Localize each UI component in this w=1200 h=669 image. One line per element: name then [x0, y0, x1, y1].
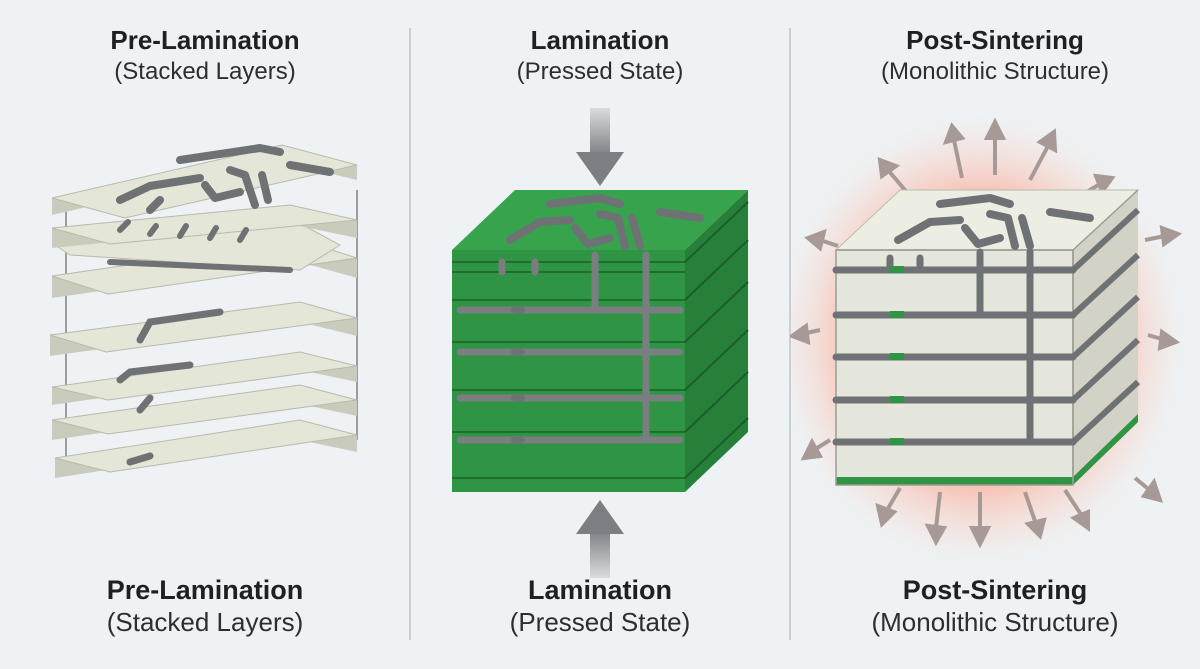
circuit-traces [894, 194, 1094, 250]
panel-lamination-footer: Lamination (Pressed State) [410, 574, 790, 638]
pressed-block-illustration [452, 108, 749, 578]
stage-title: Lamination [527, 575, 672, 605]
panel-lamination: Lamination (Pressed State) [410, 0, 790, 669]
panel-post-sintering: Post-Sintering (Monolithic Structure) [790, 0, 1200, 669]
monolithic-block [832, 189, 1141, 486]
internal-conductors [832, 248, 1077, 446]
circuit-traces [116, 144, 334, 214]
stage-subtitle: (Pressed State) [509, 607, 691, 637]
circuit-traces [506, 194, 704, 250]
shrinkage-arrow-icon [790, 117, 1183, 549]
stacked-layers-illustration [49, 144, 358, 478]
green-sheet-layer-5 [49, 301, 358, 356]
stage-title: Post-Sintering [902, 575, 1088, 605]
green-sheet-layer-1-top [51, 144, 358, 219]
stage-title: Pre-Lamination [110, 25, 300, 55]
press-up-arrow-icon [576, 500, 624, 578]
panel-pre-lamination: Pre-Lamination (Stacked Layers) [0, 0, 410, 669]
green-sheet-layer-7 [51, 384, 358, 440]
stage-subtitle: (Pressed State) [516, 58, 684, 85]
stage-title: Post-Sintering [906, 25, 1084, 55]
internal-conductors [456, 251, 684, 444]
panel-pre-lamination-header: Pre-Lamination (Stacked Layers) [0, 24, 410, 88]
panel-post-sintering-header: Post-Sintering (Monolithic Structure) [790, 24, 1200, 88]
stage-subtitle: (Monolithic Structure) [871, 607, 1119, 637]
panel-divider [409, 28, 411, 640]
stage-subtitle: (Stacked Layers) [114, 58, 296, 85]
stage-subtitle: (Monolithic Structure) [880, 58, 1110, 85]
laminated-block [452, 190, 749, 492]
stage-title: Pre-Lamination [106, 575, 304, 605]
stage-title: Lamination [530, 25, 670, 55]
panel-post-sintering-footer: Post-Sintering (Monolithic Structure) [790, 574, 1200, 638]
panel-lamination-header: Lamination (Pressed State) [410, 24, 790, 88]
green-sheet-layer-2 [51, 204, 358, 248]
green-sheet-layer-6 [51, 351, 358, 405]
panel-pre-lamination-footer: Pre-Lamination (Stacked Layers) [0, 574, 410, 638]
sintered-block-illustration [790, 115, 1185, 565]
green-sheet-layer-8 [54, 419, 358, 478]
press-down-arrow-icon [576, 108, 624, 186]
stage-subtitle: (Stacked Layers) [106, 607, 304, 637]
